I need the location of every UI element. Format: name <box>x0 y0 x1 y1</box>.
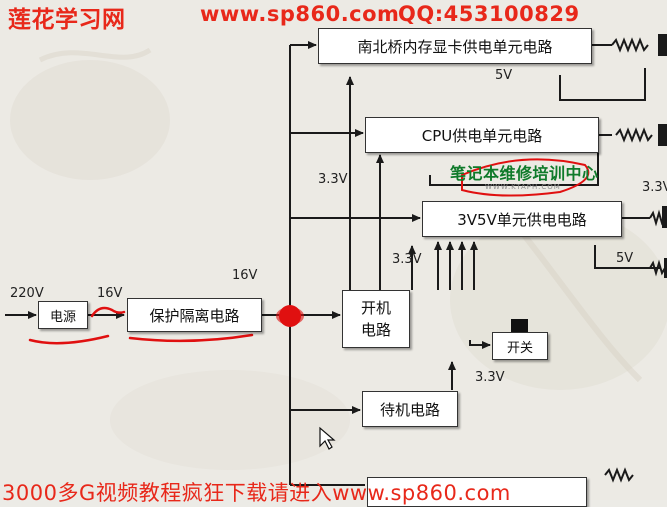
block-label: 3V5V单元供电电路 <box>457 210 587 229</box>
label-16v-input: 16V <box>97 286 123 301</box>
block-label-line1: 开机 <box>360 299 391 317</box>
block-label: 电源 <box>49 309 76 325</box>
block-protection-isolation: 保护隔离电路 <box>127 298 262 332</box>
footer-promo-watermark[interactable]: 3000多G视频教程疯狂下载请进入www.sp860.com <box>2 481 511 505</box>
block-standby: 待机电路 <box>362 391 458 427</box>
block-label: 保护隔离电路 <box>149 306 240 325</box>
block-power-on: 开机 电路 <box>342 290 410 348</box>
block-label: 待机电路 <box>379 400 440 419</box>
mouse-pointer-icon <box>319 426 336 450</box>
site-url-watermark[interactable]: www.sp860.com <box>200 2 400 26</box>
training-center-overlay: 笔记本维修培训中心 <box>450 164 599 183</box>
label-5v-top: 5V <box>495 68 513 83</box>
block-label-line2: 电路 <box>360 321 391 339</box>
block-label: 南北桥内存显卡供电单元电路 <box>357 37 553 56</box>
block-cpu-power: CPU供电单元电路 <box>365 117 599 153</box>
label-220v: 220V <box>10 286 44 301</box>
label-3.3v-left: 3.3V <box>318 172 348 187</box>
block-power-source: 电源 <box>38 301 88 329</box>
label-3.3v-mid: 3.3V <box>392 252 422 267</box>
label-3.3v-switch: 3.3V <box>475 370 505 385</box>
block-nb-sb-mem-vga-power: 南北桥内存显卡供电单元电路 <box>318 28 592 64</box>
block-switch: 开关 <box>492 332 548 360</box>
block-label: CPU供电单元电路 <box>421 126 543 145</box>
site-name-watermark: 莲花学习网 <box>8 7 126 33</box>
label-5v-right: 5V <box>616 251 634 266</box>
block-3v5v-power: 3V5V单元供电电路 <box>422 201 622 237</box>
switch-knob-icon <box>511 319 528 332</box>
qq-watermark: QQ:453100829 <box>398 2 580 26</box>
training-center-url: WWW.KTAPH.COM <box>485 183 561 191</box>
block-label: 开关 <box>506 340 533 356</box>
label-3.3v-right: 3.3V <box>642 180 667 195</box>
label-16v-bus: 16V <box>232 268 258 283</box>
